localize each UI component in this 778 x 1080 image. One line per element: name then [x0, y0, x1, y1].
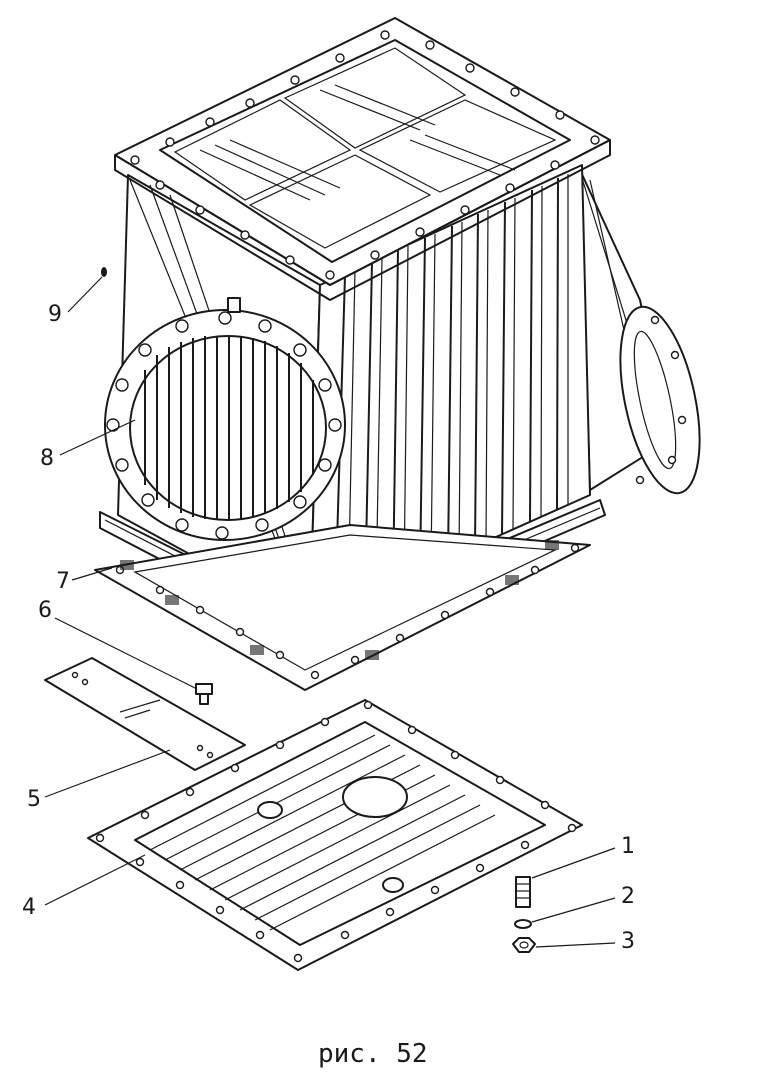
top-grid-sections — [173, 47, 557, 249]
stud — [515, 876, 531, 908]
cover-plate — [44, 657, 246, 771]
callout-7: 7 — [56, 569, 70, 594]
small-plug — [101, 267, 107, 277]
callout-4: 4 — [22, 895, 36, 920]
callout-6: 6 — [38, 598, 52, 623]
callout-3: 3 — [621, 929, 635, 954]
gasket — [94, 524, 591, 691]
washer — [514, 919, 532, 929]
callout-8: 8 — [40, 446, 54, 471]
leader-lines — [44, 276, 616, 948]
callout-9: 9 — [48, 302, 62, 327]
bottom-tray — [87, 699, 583, 971]
callout-2: 2 — [621, 884, 635, 909]
nut — [512, 937, 536, 953]
round-flange-grille — [104, 297, 346, 541]
bolt — [195, 683, 213, 705]
figure-caption: рис. 52 — [318, 1039, 428, 1069]
callout-1: 1 — [621, 834, 635, 859]
top-flange-holes — [130, 30, 600, 280]
callout-5: 5 — [27, 787, 41, 812]
